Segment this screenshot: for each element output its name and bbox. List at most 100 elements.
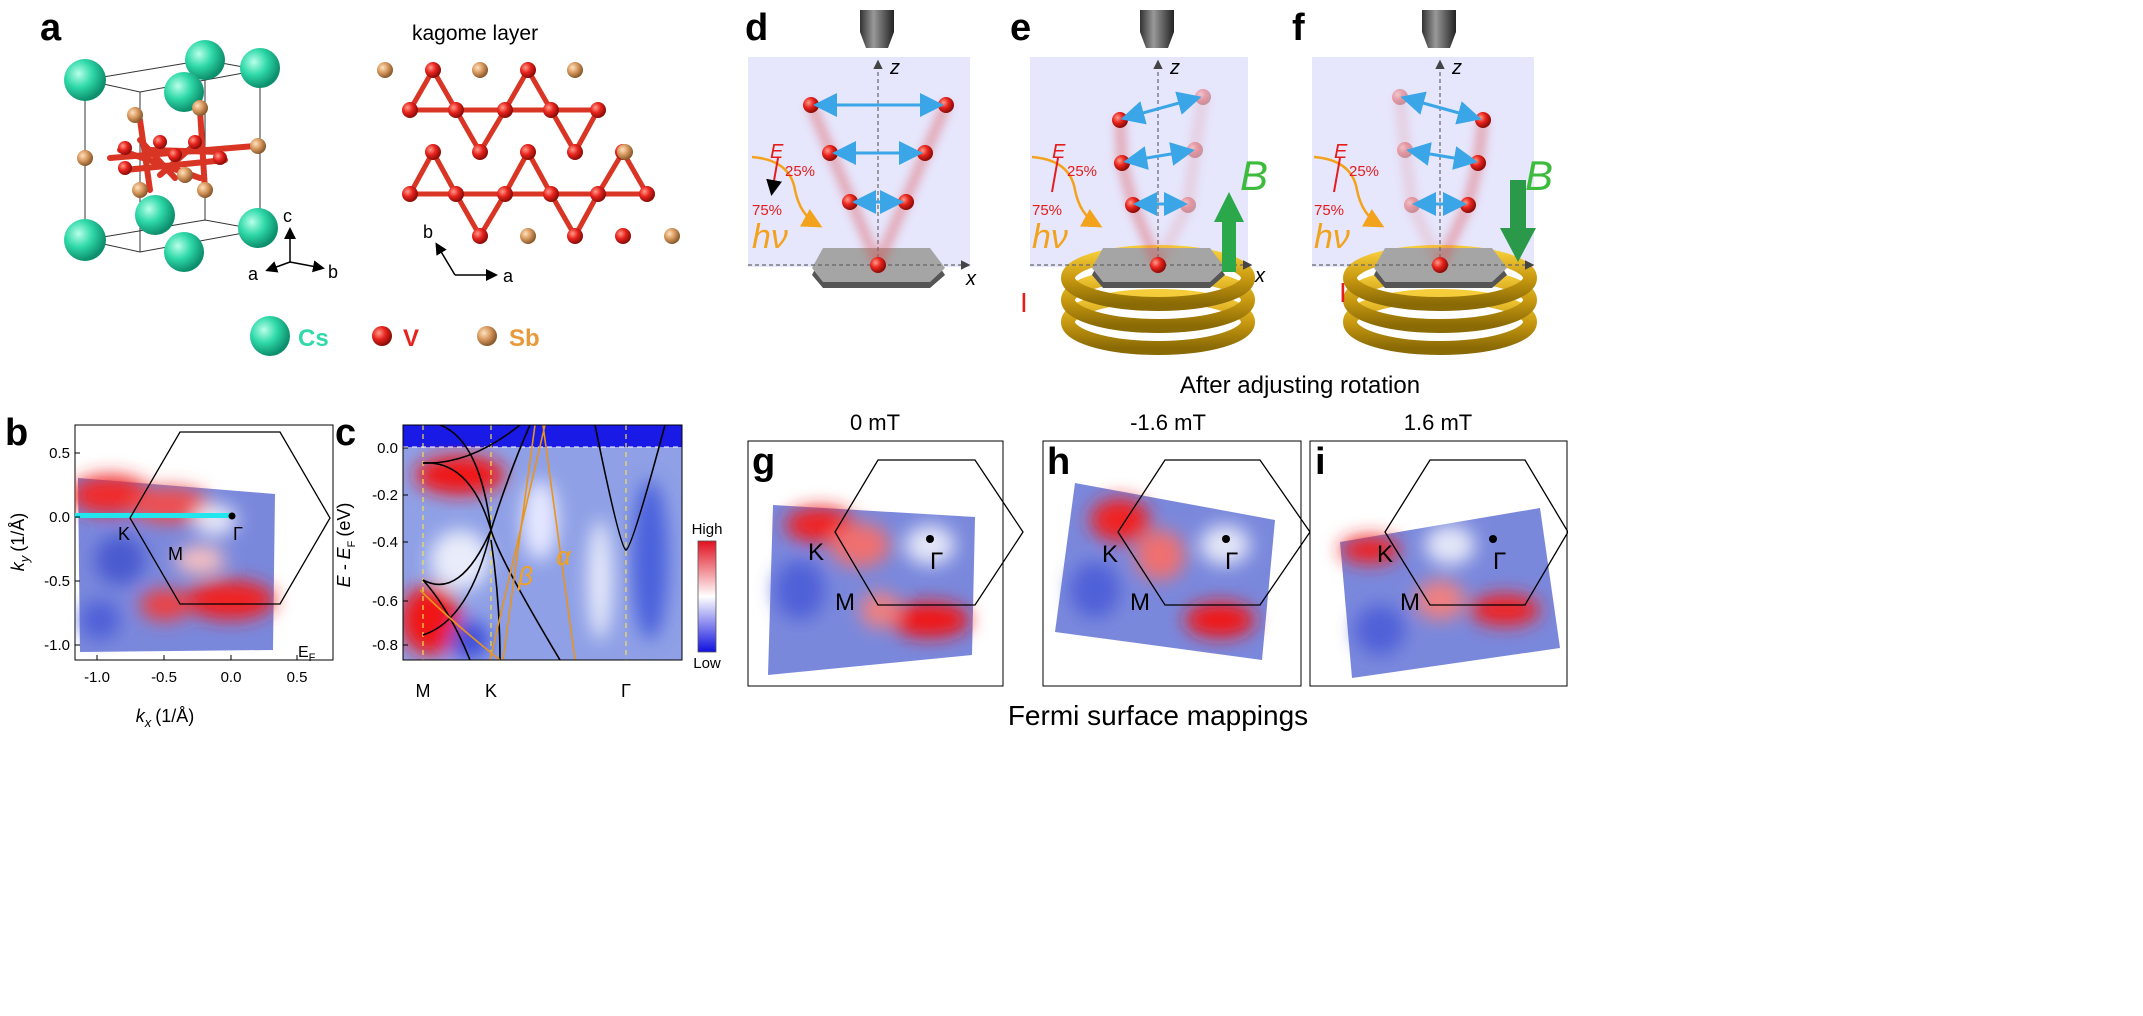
- ytick-c: -0.8: [372, 637, 398, 654]
- atom-sb: [250, 138, 266, 154]
- gamma-point-i: [1489, 535, 1497, 543]
- pct75-f: 75%: [1314, 202, 1344, 219]
- legend-sb-label: Sb: [509, 325, 540, 352]
- calc-bands: [422, 425, 666, 660]
- kagome-axes: [435, 242, 498, 281]
- xpoint-Gamma: Γ: [621, 681, 631, 701]
- panel-letter-g: g: [752, 441, 775, 483]
- fermi-map-g: [775, 507, 970, 638]
- panel-letter-i: i: [1315, 441, 1326, 483]
- bz-hexagon-g: [834, 459, 1024, 606]
- legend-cs-marker: [250, 316, 290, 356]
- atom-cs: [64, 59, 106, 101]
- crystal-axes: [265, 227, 325, 273]
- atom-cs: [135, 195, 175, 235]
- label-K-i: K: [1377, 541, 1393, 568]
- panel-e: e z x E 25% 75% hν B I: [1010, 7, 1268, 355]
- pct25-f: 25%: [1349, 163, 1379, 180]
- orange-bands: [419, 425, 576, 660]
- b-label-e: B: [1240, 152, 1268, 199]
- fermi-surface-title: Fermi surface mappings: [1008, 700, 1308, 731]
- current-label-e: I: [1020, 287, 1028, 318]
- photon-beam-e: [1031, 155, 1103, 228]
- fermi-map-i: [1340, 525, 1540, 655]
- ytick-c: -0.2: [372, 487, 398, 504]
- current-label-f: I: [1339, 277, 1347, 308]
- analyzer-lens-f: [1422, 10, 1456, 48]
- xtick-b: -0.5: [151, 669, 177, 686]
- fermi-E: E: [298, 644, 309, 661]
- atom-cs: [185, 40, 225, 80]
- band-beta: β: [517, 561, 533, 591]
- after-rotation-title: After adjusting rotation: [1180, 372, 1420, 399]
- label-M-b: M: [168, 544, 183, 564]
- panel-c: c: [334, 412, 722, 701]
- arpes-map: [403, 425, 682, 660]
- atom-v: [118, 141, 132, 155]
- atom-v: [153, 135, 167, 149]
- label-M-h: M: [1130, 589, 1150, 616]
- gamma-point-b: [228, 512, 236, 520]
- atom-sb: [127, 107, 143, 123]
- photon-beam-f: [1313, 155, 1385, 228]
- bz-hexagon-i: [1384, 459, 1568, 606]
- analyzer-lens-e: [1140, 10, 1174, 48]
- panel-letter-e: e: [1010, 7, 1031, 49]
- crystal-atoms: [64, 40, 280, 272]
- efield-label-d: E: [770, 141, 784, 163]
- atom-cs: [240, 48, 280, 88]
- xpoint-M: M: [416, 681, 431, 701]
- ylabel-c: E - EF(eV): [334, 503, 358, 588]
- label-K-g: K: [808, 539, 824, 566]
- xpoint-K: K: [485, 681, 497, 701]
- photon-label-d: hν: [752, 218, 788, 256]
- panel-letter-b: b: [5, 412, 28, 454]
- atom-v: [168, 148, 182, 162]
- axis-z-f: z: [1451, 57, 1462, 79]
- field-label-i: 1.6 mT: [1404, 410, 1472, 435]
- label-Gamma-b: Γ: [233, 524, 243, 544]
- spin-arrows-d: [813, 93, 944, 214]
- kagome-sb-atoms: [377, 62, 680, 244]
- fermi-map-b: [75, 431, 331, 652]
- cut-line: [75, 513, 232, 518]
- label-Gamma-h: Γ: [1225, 548, 1238, 575]
- atom-v: [188, 135, 202, 149]
- polarization-d: [766, 157, 782, 196]
- axis-b-label: b: [328, 262, 338, 282]
- fermi-map-h: [1070, 498, 1255, 638]
- ticks-b: [75, 452, 298, 660]
- polarization-e: [1051, 157, 1059, 193]
- atom-cs: [64, 219, 106, 261]
- atom-sb: [177, 167, 193, 183]
- pct25-e: 25%: [1067, 163, 1097, 180]
- fermi-level-label: EF: [298, 644, 316, 664]
- atom-sb: [132, 182, 148, 198]
- atom-sb: [77, 150, 93, 166]
- b-field-arrow-down: [1500, 180, 1536, 262]
- label-M-i: M: [1400, 589, 1420, 616]
- label-Gamma-i: Γ: [1493, 548, 1506, 575]
- kagome-bonds: [407, 67, 650, 239]
- ytick-c: 0.0: [377, 440, 398, 457]
- ytick-b: -0.5: [44, 573, 70, 590]
- panel-i: 1.6 mT K M Γ i: [1309, 410, 1568, 687]
- field-label-g: 0 mT: [850, 410, 900, 435]
- photon-label-e: hν: [1032, 218, 1068, 256]
- label-K-h: K: [1102, 541, 1118, 568]
- pct25-d: 25%: [785, 163, 815, 180]
- atom-cs: [164, 72, 204, 112]
- panel-letter-c: c: [335, 412, 356, 454]
- ytick-b: 0.0: [49, 509, 70, 526]
- analyzer-lens-d: [860, 10, 894, 48]
- label-Gamma-g: Γ: [930, 548, 943, 575]
- emission-cone-d: [807, 103, 950, 267]
- ytick-c: -0.6: [372, 593, 398, 610]
- kagome-axis-a: a: [503, 266, 514, 286]
- legend-v-label: V: [403, 325, 419, 352]
- spin-arrows-e: [1120, 91, 1202, 216]
- panel-b: b K M Γ EF -1.0 -0.5 0.0 0.5 0.5 0.0 -0.…: [5, 412, 334, 730]
- axis-z-d: z: [889, 57, 900, 79]
- atom-sb: [197, 182, 213, 198]
- pct75-e: 75%: [1032, 202, 1062, 219]
